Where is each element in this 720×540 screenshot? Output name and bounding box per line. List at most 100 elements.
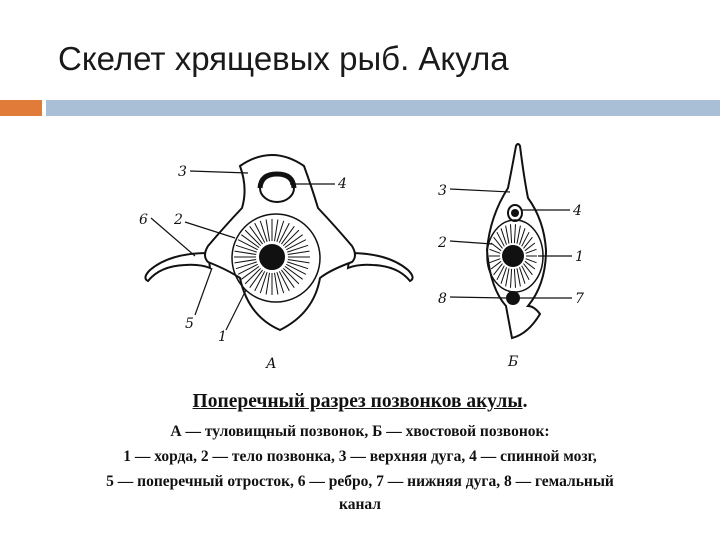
centrum-a-ray: [287, 244, 309, 253]
centrum-a-ray: [280, 226, 295, 245]
legend-line-2: 1 — хорда, 2 — тело позвонка, 3 — верхня…: [123, 448, 597, 465]
centrum-a-ray: [234, 250, 257, 255]
centrum-a-ray: [249, 269, 264, 288]
label-a-5: 5: [185, 316, 194, 332]
vertebra-b-outline: [485, 143, 548, 340]
spinal-cord-b: [507, 204, 523, 222]
centrum-a-ray: [259, 220, 268, 242]
vertebrae-diagram: 3 4 6 2 5 1 А 3 4 2: [139, 143, 584, 372]
legend-line-3: 5 — поперечный отросток, 6 — ребро, 7 — …: [106, 473, 614, 490]
centrum-b-ray: [500, 267, 507, 284]
centrum-b-ray: [505, 225, 510, 244]
label-b-1: 1: [575, 249, 584, 265]
centrum-b-ray: [490, 242, 502, 252]
centrum-b-ray: [521, 265, 530, 281]
caption-title-period: .: [522, 391, 528, 412]
centrum-b-ray: [525, 248, 537, 254]
panel-b-caudal-vertebra: [449, 143, 572, 340]
centrum-a-ray: [282, 267, 300, 285]
haemal-canal-b: [506, 291, 520, 305]
centrum-a-ray: [241, 234, 260, 249]
slide-title: Скелет хрящевых рыб. Акула: [58, 40, 509, 77]
centrum-b-ray: [521, 231, 530, 247]
centrum-a-ray: [234, 259, 257, 264]
centrum-a-ray: [237, 239, 258, 251]
caption-title: Поперечный разрез позвонков акулы.: [0, 391, 720, 413]
centrum-b-ray: [524, 242, 536, 252]
centrum-a-ray: [284, 234, 303, 249]
centrum-b-ray: [505, 268, 510, 287]
caption-title-text: Поперечный разрез позвонков акулы: [192, 391, 523, 412]
centrum-b-ray: [519, 228, 526, 245]
centrum-a-ray: [265, 219, 270, 242]
centrum-b-ray: [496, 265, 505, 281]
radial-lines-a: [234, 219, 310, 295]
label-b-3: 3: [438, 183, 447, 199]
accent-square: [0, 100, 42, 116]
centrum-a-ray: [287, 261, 309, 270]
centrum-b-ray: [493, 263, 503, 276]
accent-bar: [46, 100, 720, 116]
notochord-b: [502, 245, 524, 267]
label-a-4: 4: [337, 176, 347, 192]
centrum-a-ray: [237, 263, 258, 275]
vertebra-a-outline: [204, 154, 356, 332]
centrum-a-ray: [287, 259, 310, 264]
centrum-a-ray: [274, 219, 279, 242]
spinal-cord-a-top: [257, 171, 297, 189]
notochord-a: [259, 244, 285, 270]
centrum-a-ray: [276, 220, 285, 242]
centrum-b-ray: [513, 268, 516, 288]
label-b-4: 4: [572, 203, 582, 219]
centrum-b-ray: [523, 263, 533, 276]
rib-right: [346, 251, 414, 283]
label-b-2: 2: [437, 235, 447, 251]
rib-left: [144, 251, 212, 283]
centrum-a-ray: [276, 272, 285, 294]
centrum-a-ray: [249, 226, 264, 245]
centrum-a-ray: [235, 261, 257, 270]
legend-line-1: А — туловищный позвонок, Б — хвостовой п…: [170, 423, 550, 440]
centrum-a-ray: [265, 272, 270, 295]
legend-line-4: канал: [339, 496, 381, 513]
centrum-b-ray: [490, 260, 502, 270]
centrum-b-ray: [510, 268, 513, 288]
panel-a-letter: А: [265, 356, 277, 372]
centrum-b-ray: [489, 258, 501, 264]
centrum-b-ray: [510, 224, 513, 244]
centrum-b-ray: [500, 228, 507, 245]
centrum-b-ray: [496, 231, 505, 247]
label-a-1: 1: [218, 329, 227, 345]
centrum-a-ray: [244, 229, 262, 247]
label-b-7: 7: [575, 291, 584, 307]
centrum-a-ray: [287, 250, 310, 255]
centrum-b-ray: [523, 236, 533, 249]
centrum-a-ray: [286, 239, 307, 251]
centrum-a-ray: [244, 267, 262, 285]
centrum-b-ray: [516, 225, 521, 244]
centrum-a-ray: [278, 222, 290, 243]
centrum-b-ray: [513, 224, 516, 244]
panel-b-letter: Б: [507, 354, 518, 370]
centrum-a-ray: [254, 222, 266, 243]
centrum-b-ray: [489, 248, 501, 254]
centrum-b-ray: [519, 267, 526, 284]
centrum-b-ray: [525, 258, 537, 264]
centrum-b-ray: [516, 268, 521, 287]
centrum-a-ray: [254, 271, 266, 292]
centrum-a-ray: [282, 229, 300, 247]
label-b-8: 8: [438, 291, 447, 307]
centrum-a-ray: [280, 269, 295, 288]
centrum-a-ray: [284, 265, 303, 280]
panel-a-trunk-vertebra: [144, 154, 414, 332]
centrum-a-ray: [274, 272, 279, 295]
label-a-3: 3: [178, 164, 187, 180]
label-a-2: 2: [173, 212, 183, 228]
radial-lines-b: [489, 224, 537, 288]
centrum-b-ray: [493, 236, 503, 249]
centrum-a-ray: [286, 263, 307, 275]
centrum-a-ray: [278, 271, 290, 292]
centrum-a: [231, 213, 321, 303]
centrum-b-ray: [524, 260, 536, 270]
